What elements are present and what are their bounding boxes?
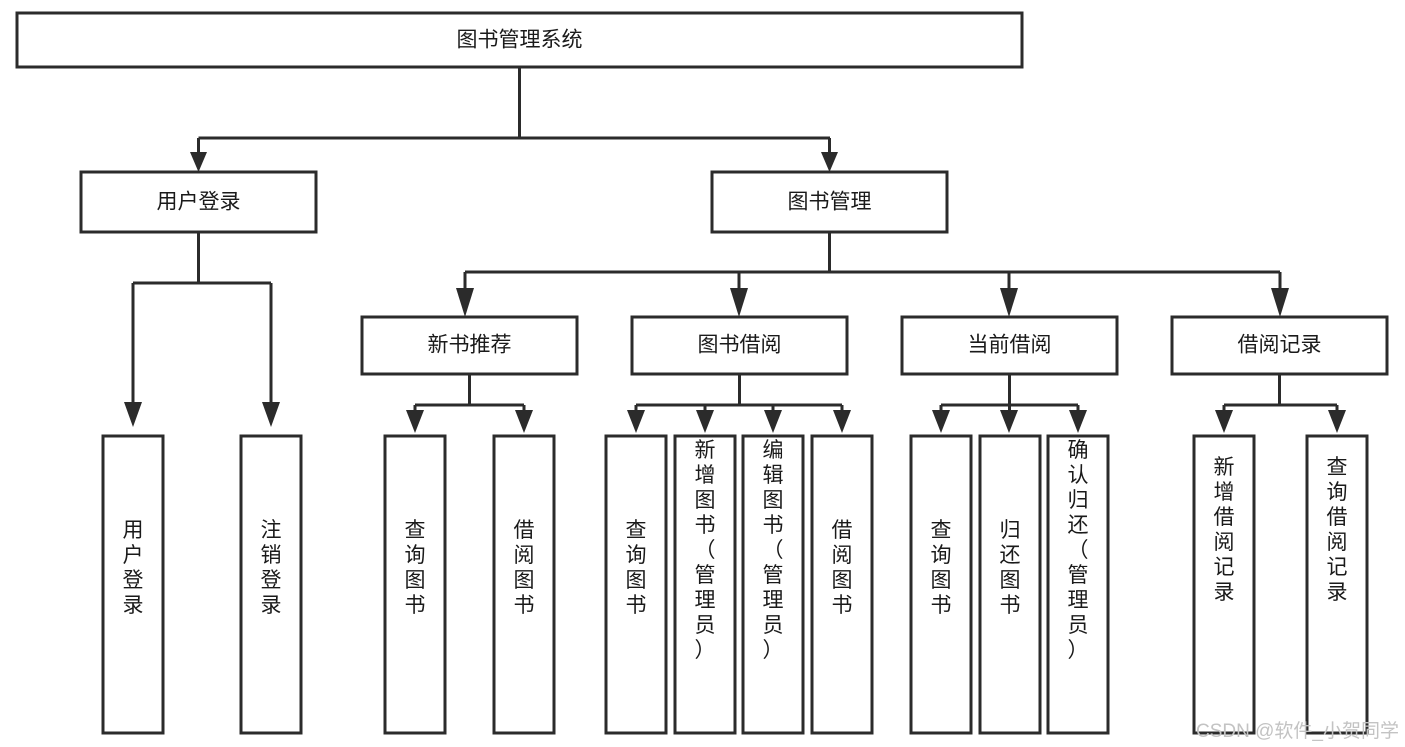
node-leaf-confirm-return[interactable]: 确认归还（管理员） <box>1046 434 1110 735</box>
node-leaf-borrow-book-2[interactable]: 借阅图书 <box>810 434 874 735</box>
node-leaf-add-book[interactable]: 新增图书（管理员） <box>673 434 737 735</box>
node-leaf-query-book-1-label: 查询图书 <box>405 519 426 617</box>
node-root[interactable]: 图书管理系统 <box>15 11 1024 69</box>
node-leaf-query-book-2-box[interactable] <box>604 434 668 735</box>
node-new-book-recommend-box[interactable] <box>360 315 579 376</box>
arrow-head-leaf-query-book-1 <box>406 410 424 433</box>
node-leaf-user-login[interactable]: 用户登录 <box>101 434 165 735</box>
node-leaf-add-record[interactable]: 新增借阅记录 <box>1192 434 1256 735</box>
arrow-head-leaf-confirm-return <box>1069 410 1087 433</box>
arrow-head-leaf-edit-book <box>764 410 782 433</box>
node-leaf-borrow-book-2-box[interactable] <box>810 434 874 735</box>
arrow-head-leaf-add-record <box>1215 410 1233 433</box>
node-book-manage-box[interactable] <box>710 170 949 234</box>
node-leaf-query-record-label: 查询借阅记录 <box>1327 456 1348 604</box>
node-leaf-user-login-label: 用户登录 <box>123 519 144 617</box>
arrow-head-leaf-add-book <box>696 410 714 433</box>
node-leaf-confirm-return-label: 确认归还（管理员） <box>1068 439 1089 662</box>
node-borrow-record[interactable]: 借阅记录 <box>1170 315 1389 376</box>
arrow-head-new-book-recommend <box>456 288 474 317</box>
node-leaf-query-record-box[interactable] <box>1305 434 1369 735</box>
node-leaf-query-record[interactable]: 查询借阅记录 <box>1305 434 1369 735</box>
arrow-head-book-manage <box>821 152 838 172</box>
node-leaf-borrow-book-2-label: 借阅图书 <box>832 519 853 617</box>
node-leaf-add-record-box[interactable] <box>1192 434 1256 735</box>
node-leaf-query-book-3-box[interactable] <box>909 434 973 735</box>
node-leaf-edit-book-box[interactable] <box>741 434 805 735</box>
node-leaf-confirm-return-box[interactable] <box>1046 434 1110 735</box>
arrow-head-leaf-borrow-book-2 <box>833 410 851 433</box>
node-leaf-edit-book-label: 编辑图书（管理员） <box>763 439 784 662</box>
node-user-login-box[interactable] <box>79 170 318 234</box>
connector-layer <box>124 67 1346 433</box>
node-leaf-return-book-box[interactable] <box>978 434 1042 735</box>
arrow-head-leaf-query-book-3 <box>932 410 950 433</box>
node-new-book-recommend[interactable]: 新书推荐 <box>360 315 579 376</box>
node-leaf-query-book-1[interactable]: 查询图书 <box>383 434 447 735</box>
node-leaf-query-book-2[interactable]: 查询图书 <box>604 434 668 735</box>
node-user-login-label: 用户登录 <box>157 191 241 214</box>
node-book-borrow[interactable]: 图书借阅 <box>630 315 849 376</box>
node-user-login[interactable]: 用户登录 <box>79 170 318 234</box>
node-leaf-add-book-label: 新增图书（管理员） <box>695 439 716 662</box>
node-book-borrow-label: 图书借阅 <box>698 334 782 357</box>
node-borrow-record-box[interactable] <box>1170 315 1389 376</box>
node-leaf-return-book[interactable]: 归还图书 <box>978 434 1042 735</box>
node-leaf-query-book-3[interactable]: 查询图书 <box>909 434 973 735</box>
arrow-head-current-borrow <box>1000 288 1018 317</box>
node-leaf-user-login-box[interactable] <box>101 434 165 735</box>
arrow-head-user-login <box>190 152 207 172</box>
arrow-head-leaf-query-book-2 <box>627 410 645 433</box>
node-book-borrow-box[interactable] <box>630 315 849 376</box>
node-current-borrow[interactable]: 当前借阅 <box>900 315 1119 376</box>
node-leaf-edit-book[interactable]: 编辑图书（管理员） <box>741 434 805 735</box>
node-leaf-user-logout[interactable]: 注销登录 <box>239 434 303 735</box>
node-leaf-user-logout-box[interactable] <box>239 434 303 735</box>
arrow-head-leaf-user-login <box>124 402 142 427</box>
node-book-manage-label: 图书管理 <box>788 191 872 214</box>
arrow-head-leaf-user-logout <box>262 402 280 427</box>
node-new-book-recommend-label: 新书推荐 <box>428 334 512 357</box>
node-leaf-borrow-book-1[interactable]: 借阅图书 <box>492 434 556 735</box>
node-leaf-return-book-label: 归还图书 <box>1000 519 1021 617</box>
arrow-head-borrow-record <box>1271 288 1289 317</box>
node-root-label: 图书管理系统 <box>457 29 583 52</box>
node-leaf-add-record-label: 新增借阅记录 <box>1214 456 1235 604</box>
arrow-head-leaf-borrow-book-1 <box>515 410 533 433</box>
node-leaf-query-book-3-label: 查询图书 <box>931 519 952 617</box>
arrow-head-leaf-return-book <box>1000 410 1018 433</box>
node-leaf-borrow-book-1-box[interactable] <box>492 434 556 735</box>
node-leaf-add-book-box[interactable] <box>673 434 737 735</box>
node-root-box[interactable] <box>15 11 1024 69</box>
node-current-borrow-box[interactable] <box>900 315 1119 376</box>
node-borrow-record-label: 借阅记录 <box>1238 334 1322 357</box>
arrow-head-leaf-query-record <box>1328 410 1346 433</box>
node-leaf-query-book-1-box[interactable] <box>383 434 447 735</box>
node-leaf-user-logout-label: 注销登录 <box>261 519 282 617</box>
node-leaf-borrow-book-1-label: 借阅图书 <box>514 519 535 617</box>
watermark-label: CSDN @软件_小贺同学 <box>1196 720 1399 742</box>
node-leaf-query-book-2-label: 查询图书 <box>626 519 647 617</box>
node-book-manage[interactable]: 图书管理 <box>710 170 949 234</box>
node-current-borrow-label: 当前借阅 <box>968 334 1052 357</box>
arrow-head-book-borrow <box>730 288 748 317</box>
